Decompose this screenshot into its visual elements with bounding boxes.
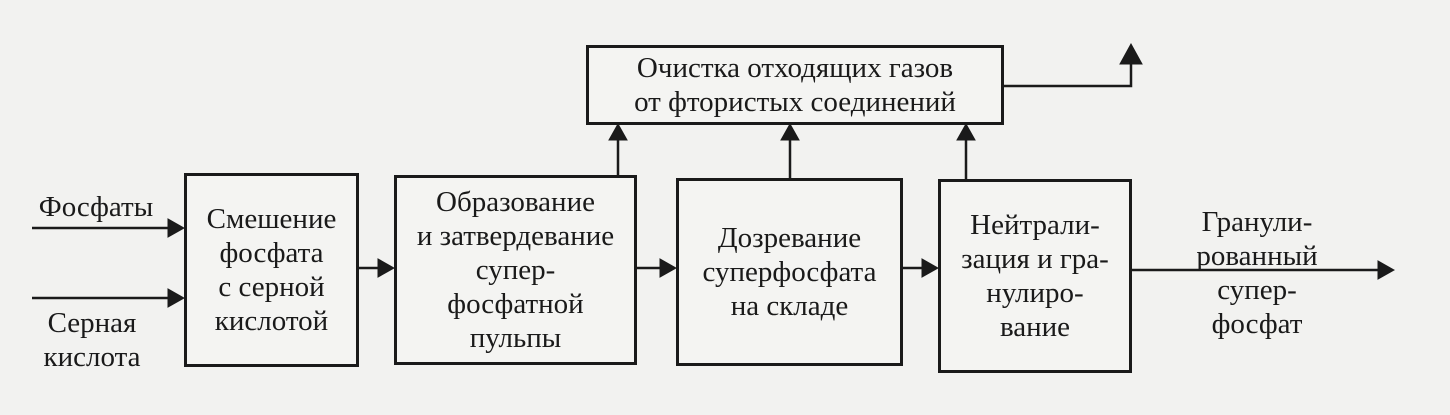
sulfuric-acid-input-label: Серная кислота bbox=[43, 307, 141, 373]
phosphates-input-label: Фосфаты bbox=[38, 191, 154, 223]
maturation-gas-arrowhead bbox=[780, 122, 800, 141]
formation-step-box: Образование и затвердевание супер- фосфа… bbox=[394, 175, 637, 365]
granulated-product-label: Гранули- рованный супер- фосфат bbox=[1196, 206, 1318, 340]
exhaust-line bbox=[1004, 60, 1133, 88]
neutralization-step-box: Нейтрали- зация и гра- нулиро- вание bbox=[938, 179, 1132, 373]
maturation-to-neutralization-arrowhead bbox=[921, 258, 940, 278]
gas-cleaning-box: Очистка отходящих газов от фтористых сое… bbox=[586, 45, 1004, 125]
exhaust-arrowhead bbox=[1119, 42, 1143, 65]
sulfuric-acid-arrowhead bbox=[167, 288, 186, 308]
formation-gas-arrowhead bbox=[608, 122, 628, 141]
mixing-step-box: Смешение фосфата с серной кислотой bbox=[184, 173, 359, 367]
mixing-to-formation-arrowhead bbox=[377, 258, 396, 278]
neutralization-gas-arrowhead bbox=[956, 122, 976, 141]
formation-to-maturation-arrowhead bbox=[659, 258, 678, 278]
maturation-step-box: Дозревание суперфосфата на складе bbox=[676, 178, 903, 366]
phosphates-arrowhead bbox=[167, 218, 186, 238]
product-output-arrowhead bbox=[1377, 260, 1396, 280]
